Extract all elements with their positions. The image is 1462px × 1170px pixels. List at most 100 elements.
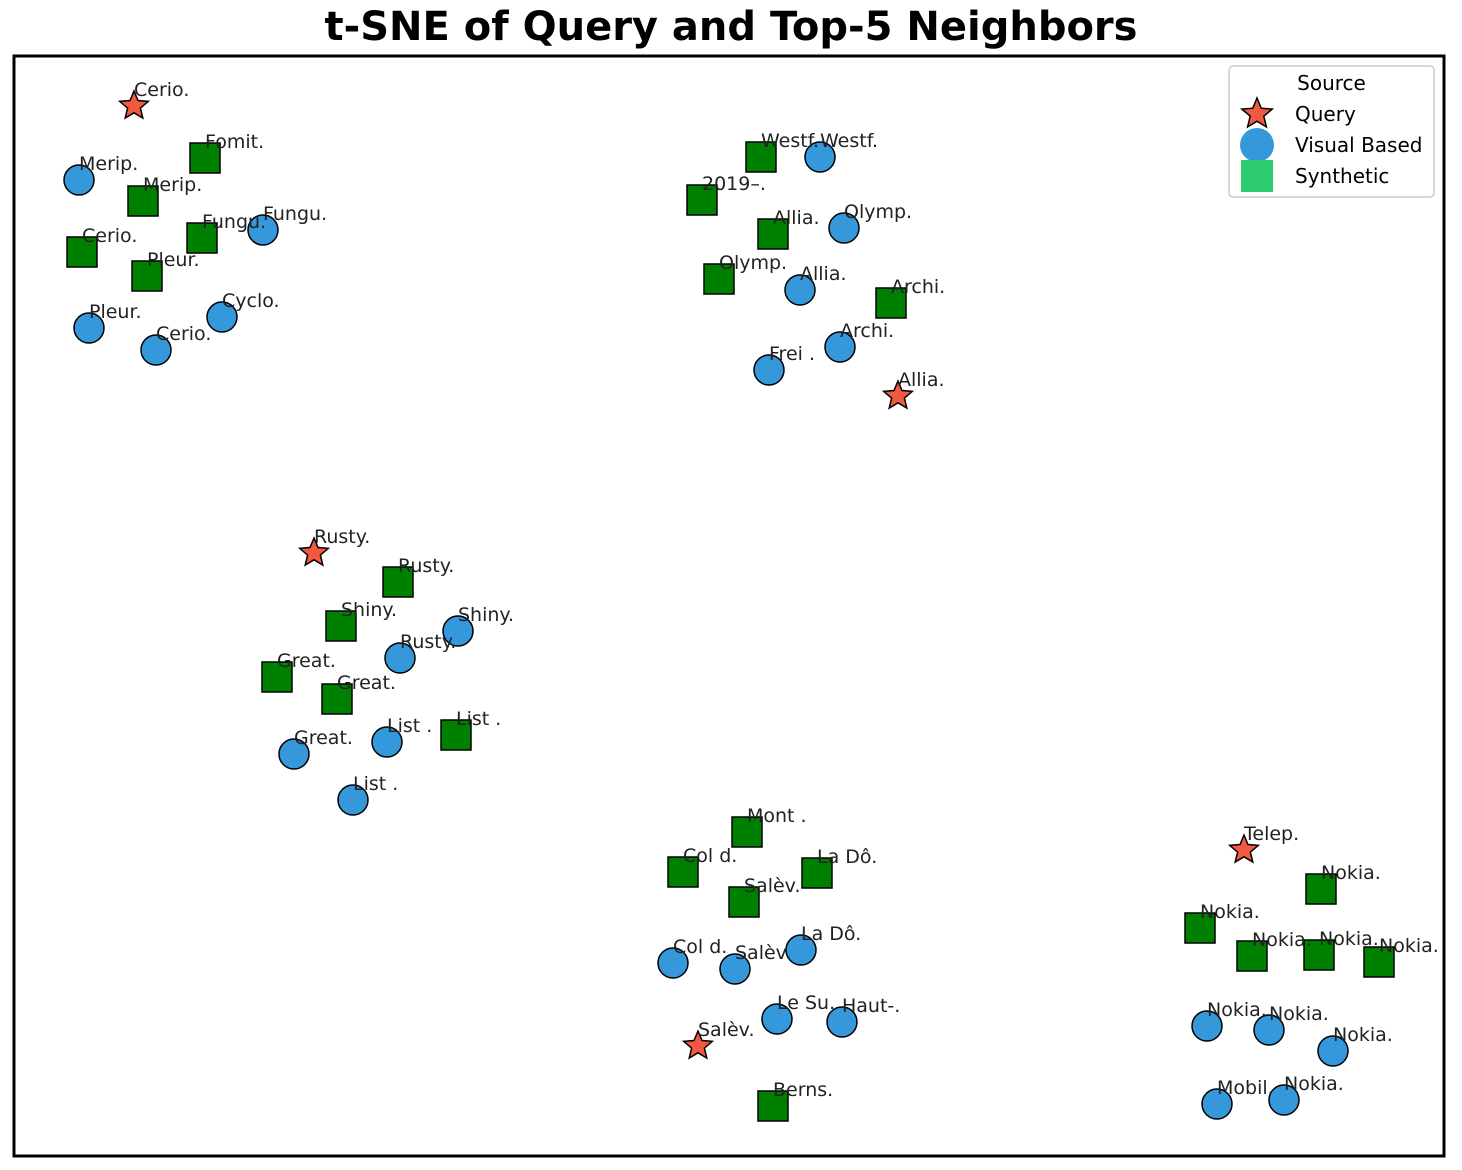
point-label: Mont . <box>747 805 807 827</box>
visual-based-point <box>826 1006 858 1038</box>
legend-box <box>1228 65 1435 198</box>
point-label: Haut-. <box>842 995 900 1017</box>
point-label: Rusty. <box>400 631 456 653</box>
synthetic-point <box>686 184 718 216</box>
point-label: Olymp. <box>719 252 787 274</box>
point-label: Cyclo. <box>222 290 280 312</box>
point-label: Westf. <box>820 130 878 152</box>
point-label: Cerio. <box>134 79 189 101</box>
point-label: Great. <box>277 650 336 672</box>
point-label: Fungu. <box>202 211 266 233</box>
synthetic-point <box>1363 946 1395 978</box>
point-label: Cerio. <box>156 323 211 345</box>
point-label: Cerio. <box>82 225 137 247</box>
visual-based-point <box>337 784 369 816</box>
point-label: Pleur. <box>89 301 142 323</box>
point-label: Shiny. <box>341 599 397 621</box>
point-label: Olymp. <box>844 201 912 223</box>
point-label: Salèv. <box>698 1019 754 1041</box>
point-label: Salèv. <box>735 942 791 964</box>
synthetic-point <box>131 260 163 292</box>
synthetic-point <box>731 816 763 848</box>
point-label: Allia. <box>898 369 945 391</box>
point-label: Nokia. <box>1321 862 1381 884</box>
legend-marker-square <box>1241 160 1273 192</box>
point-label: Archi. <box>840 320 894 342</box>
visual-based-point <box>1253 1014 1285 1046</box>
point-label: Allia. <box>800 263 847 285</box>
visual-based-point <box>1317 1035 1349 1067</box>
query-point <box>681 1029 715 1060</box>
visual-based-point <box>719 953 751 985</box>
point-label: List . <box>353 773 398 795</box>
point-label: Merip. <box>79 153 138 175</box>
synthetic-point <box>1303 939 1335 971</box>
synthetic-point <box>440 719 472 751</box>
visual-based-point <box>1201 1088 1233 1120</box>
point-label: Archi. <box>891 276 945 298</box>
visual-based-point <box>278 738 310 770</box>
point-label: Nokia. <box>1269 1003 1329 1025</box>
point-label: Nokia. <box>1319 928 1379 950</box>
visual-based-point <box>1191 1010 1223 1042</box>
legend-marker-star <box>1239 96 1275 129</box>
synthetic-point <box>325 610 357 642</box>
point-label: Nokia. <box>1252 929 1312 951</box>
point-label: Westf. <box>761 130 819 152</box>
visual-based-point <box>828 212 860 244</box>
point-label: Mobil. <box>1217 1077 1274 1099</box>
visual-based-point <box>753 354 785 386</box>
query-point <box>297 536 331 567</box>
point-label: Frei . <box>769 343 815 365</box>
visual-based-point <box>785 934 817 966</box>
visual-based-point <box>63 164 95 196</box>
visual-based-point <box>657 947 689 979</box>
point-label: Nokia. <box>1284 1073 1344 1095</box>
point-label: Nokia. <box>1379 935 1439 957</box>
point-label: List . <box>456 708 501 730</box>
synthetic-point <box>703 263 735 295</box>
synthetic-point <box>1236 940 1268 972</box>
point-label: Great. <box>294 727 353 749</box>
visual-based-point <box>140 334 172 366</box>
synthetic-point <box>382 566 414 598</box>
visual-based-point <box>824 331 856 363</box>
point-label: Merip. <box>143 174 202 196</box>
visual-based-point <box>371 726 403 758</box>
point-label: Telep. <box>1243 823 1299 845</box>
point-label: Nokia. <box>1200 901 1260 923</box>
synthetic-point <box>801 857 833 889</box>
legend-marker-circle <box>1240 128 1274 162</box>
query-point <box>117 89 151 120</box>
synthetic-point <box>757 1090 789 1122</box>
synthetic-point <box>875 287 907 319</box>
point-label: Shiny. <box>458 604 514 626</box>
synthetic-point <box>757 218 789 250</box>
visual-based-point <box>73 312 105 344</box>
query-point <box>1227 833 1261 864</box>
synthetic-point <box>66 236 98 268</box>
synthetic-point <box>127 185 159 217</box>
point-label: 2019–. <box>702 173 766 195</box>
visual-based-point <box>761 1003 793 1035</box>
point-label: Le Su. <box>777 992 835 1014</box>
point-label: Col d. <box>683 845 737 867</box>
scatter-marks: Cerio.Allia.Rusty.Salèv.Telep.Merip.Fung… <box>63 79 1439 1122</box>
point-label: Berns. <box>773 1079 833 1101</box>
visual-based-point <box>384 642 416 674</box>
legend-label: Visual Based <box>1295 133 1422 157</box>
legend-title: Source <box>1297 71 1366 95</box>
query-point <box>881 379 915 410</box>
point-label: Pleur. <box>147 249 200 271</box>
synthetic-point <box>186 222 218 254</box>
visual-based-point <box>442 615 474 647</box>
point-label: La Dô. <box>801 923 861 945</box>
synthetic-point <box>321 683 353 715</box>
visual-based-point <box>784 274 816 306</box>
point-label: Great. <box>337 672 396 694</box>
point-label: Allia. <box>773 207 820 229</box>
point-label: Rusty. <box>398 555 454 577</box>
chart-title: t-SNE of Query and Top-5 Neighbors <box>324 4 1138 50</box>
synthetic-point <box>1184 912 1216 944</box>
